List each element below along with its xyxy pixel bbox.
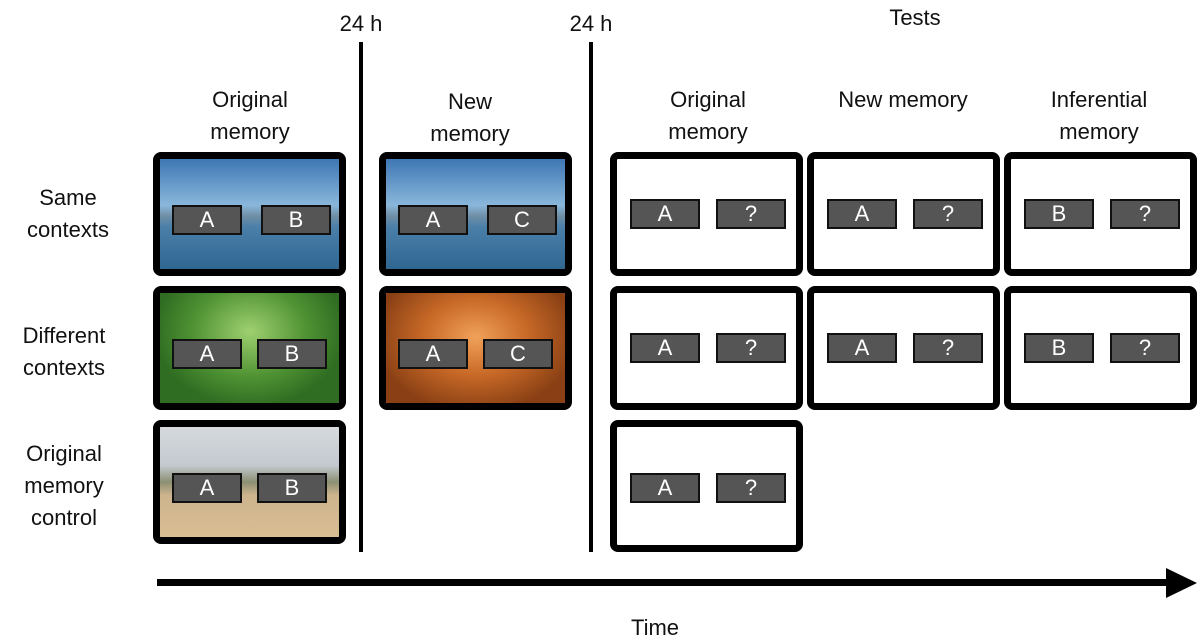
item-box-c: C — [487, 205, 557, 235]
delay-divider-1 — [359, 42, 363, 552]
panel-control-original: A B — [153, 420, 346, 544]
row-label-same: Same contexts — [27, 185, 109, 242]
time-label: Time — [630, 615, 680, 640]
panel-different-new: A C — [379, 286, 572, 410]
item-box-unknown: ? — [913, 333, 983, 363]
header-test-new: New memory — [838, 87, 968, 112]
tests-label: Tests — [889, 5, 941, 30]
item-box-unknown: ? — [1110, 333, 1180, 363]
item-box-a: A — [398, 205, 468, 235]
item-box-unknown: ? — [716, 199, 786, 229]
item-box-c: C — [483, 339, 553, 369]
item-box-unknown: ? — [716, 333, 786, 363]
delay-label-2: 24 h — [569, 11, 613, 36]
panel-same-test-inferential: B ? — [1004, 152, 1197, 276]
panel-same-new: A C — [379, 152, 572, 276]
delay-label-1: 24 h — [339, 11, 383, 36]
item-box-b: B — [1024, 199, 1094, 229]
item-box-a: A — [172, 205, 242, 235]
item-box-b: B — [257, 339, 327, 369]
item-box-b: B — [1024, 333, 1094, 363]
item-box-unknown: ? — [913, 199, 983, 229]
delay-divider-2 — [589, 42, 593, 552]
item-box-a: A — [630, 473, 700, 503]
panel-same-original: A B — [153, 152, 346, 276]
item-box-unknown: ? — [716, 473, 786, 503]
item-box-a: A — [398, 339, 468, 369]
item-box-a: A — [172, 473, 242, 503]
item-box-unknown: ? — [1110, 199, 1180, 229]
item-box-a: A — [630, 333, 700, 363]
item-box-b: B — [261, 205, 331, 235]
panel-different-test-new: A ? — [807, 286, 1000, 410]
header-encoding-new: New memory — [430, 89, 510, 146]
panel-control-test-original: A ? — [610, 420, 803, 552]
header-encoding-original: Original memory — [210, 87, 290, 144]
panel-same-test-new: A ? — [807, 152, 1000, 276]
panel-different-test-inferential: B ? — [1004, 286, 1197, 410]
item-box-a: A — [172, 339, 242, 369]
row-label-different: Different contexts — [22, 323, 106, 380]
panel-different-test-original: A ? — [610, 286, 803, 410]
header-test-inferential: Inferential memory — [1050, 87, 1148, 144]
header-test-original: Original memory — [668, 87, 748, 144]
item-box-a: A — [630, 199, 700, 229]
time-arrow — [157, 568, 1197, 598]
item-box-a: A — [827, 199, 897, 229]
row-label-control: Original memory control — [24, 441, 104, 530]
panel-same-test-original: A ? — [610, 152, 803, 276]
item-box-b: B — [257, 473, 327, 503]
item-box-a: A — [827, 333, 897, 363]
panel-different-original: A B — [153, 286, 346, 410]
